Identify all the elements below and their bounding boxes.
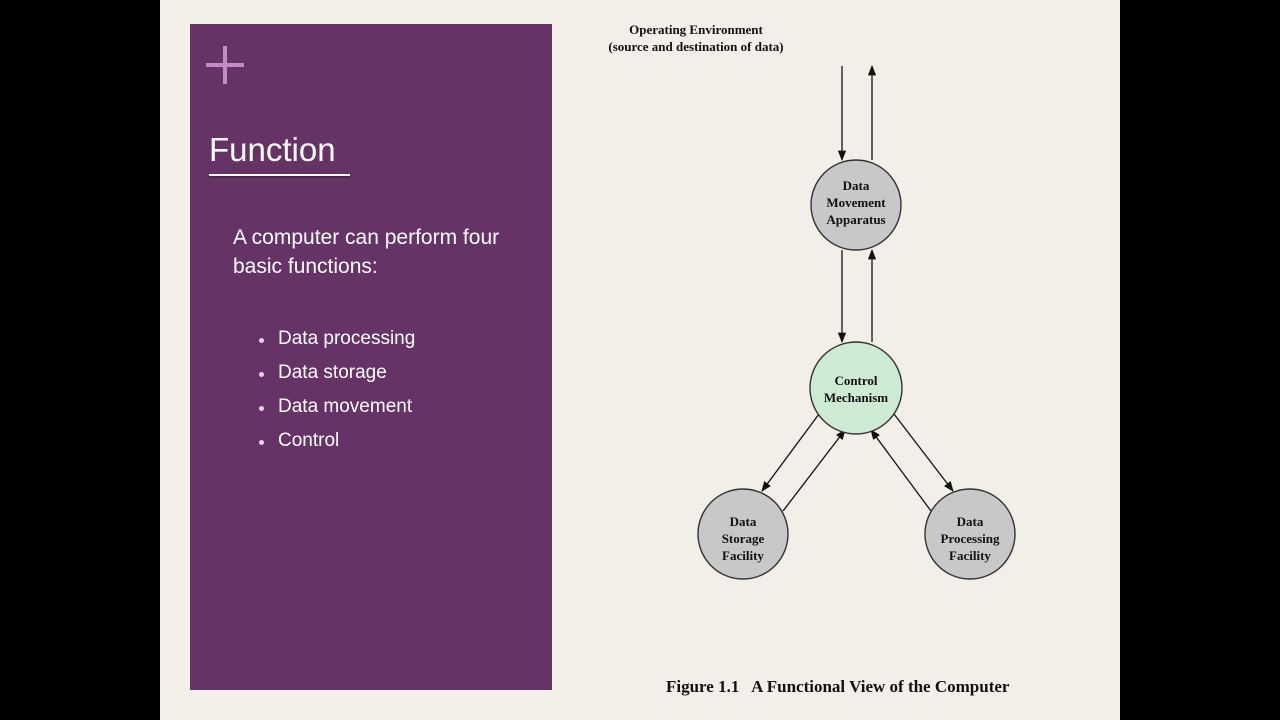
node-label: Apparatus: [826, 212, 885, 227]
environment-label-line2: (source and destination of data): [608, 39, 783, 54]
list-item: Control: [257, 424, 415, 458]
plus-icon: [206, 46, 244, 84]
list-item: Data storage: [257, 356, 415, 390]
function-list: Data processing Data storage Data moveme…: [257, 322, 415, 458]
node-circle: [697, 488, 789, 580]
title-underline: [209, 174, 350, 176]
node-label: Storage: [722, 531, 765, 546]
list-item-label: Data storage: [278, 362, 387, 383]
node-label: Facility: [722, 548, 764, 563]
title-panel: Function A computer can perform four bas…: [190, 24, 552, 690]
arrow-processing-to-control: [870, 429, 932, 512]
node-label: Data: [843, 178, 870, 193]
arrow-control-to-storage: [761, 413, 820, 492]
functional-view-diagram: Operating Environment (source and destin…: [608, 22, 1016, 696]
node-label: Facility: [949, 548, 991, 563]
arrow-storage-to-control: [782, 429, 846, 512]
node-label: Processing: [941, 531, 1000, 546]
node-label: Data: [730, 514, 757, 529]
node-data-processing: Data Processing Facility: [924, 488, 1016, 580]
node-label: Data: [957, 514, 984, 529]
list-item: Data movement: [257, 390, 415, 424]
list-item-label: Data processing: [278, 328, 416, 349]
list-item: Data processing: [257, 322, 415, 356]
node-data-movement: Data Movement Apparatus: [810, 159, 902, 251]
node-circle: [924, 488, 1016, 580]
slide-title: Function: [209, 131, 336, 168]
bullet-icon: [259, 406, 264, 411]
arrow-control-to-processing: [893, 413, 954, 492]
bullet-icon: [259, 372, 264, 377]
node-circle: [809, 341, 903, 435]
node-circle: [810, 159, 902, 251]
node-label: Control: [834, 373, 877, 388]
list-item-label: Data movement: [278, 396, 413, 417]
figure-caption: Figure 1.1 A Functional View of the Comp…: [666, 677, 1010, 696]
node-label: Mechanism: [824, 390, 888, 405]
environment-label-line1: Operating Environment: [629, 22, 763, 37]
node-data-storage: Data Storage Facility: [697, 488, 789, 580]
bullet-icon: [259, 338, 264, 343]
node-label: Movement: [826, 195, 886, 210]
intro-text: A computer can perform four basic functi…: [233, 226, 500, 278]
bullet-icon: [259, 440, 264, 445]
slide: Function A computer can perform four bas…: [160, 0, 1120, 720]
list-item-label: Control: [278, 430, 340, 451]
node-control-mechanism: Control Mechanism: [809, 341, 903, 435]
